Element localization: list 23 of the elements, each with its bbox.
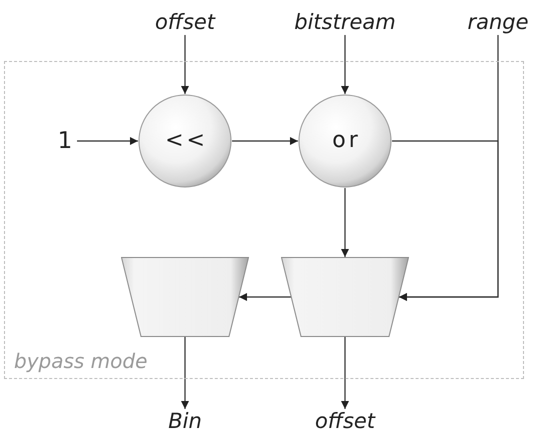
trapezoid-block [121, 257, 249, 337]
input-label: 1 [53, 127, 77, 155]
signal-label: offset [305, 409, 385, 433]
signal-label: Bin [155, 409, 215, 433]
operator-circle [298, 94, 392, 188]
region-label: bypass mode [14, 350, 148, 372]
arrow [399, 35, 499, 301]
signal-label: range [463, 9, 533, 35]
arrow [77, 137, 138, 145]
trapezoid-block [281, 257, 409, 337]
signal-label: bitstream [290, 9, 400, 35]
operator-circle [138, 94, 232, 188]
dashed-region [4, 61, 524, 379]
arrow [239, 293, 291, 301]
arrow [181, 35, 189, 94]
arrow [341, 337, 349, 409]
arrow [341, 188, 349, 257]
operator-label: << [164, 128, 208, 154]
signal-label: offset [145, 9, 225, 35]
arrow [232, 137, 298, 145]
arrow [181, 337, 189, 409]
operator-label: or [331, 128, 361, 154]
arrow [341, 35, 349, 94]
